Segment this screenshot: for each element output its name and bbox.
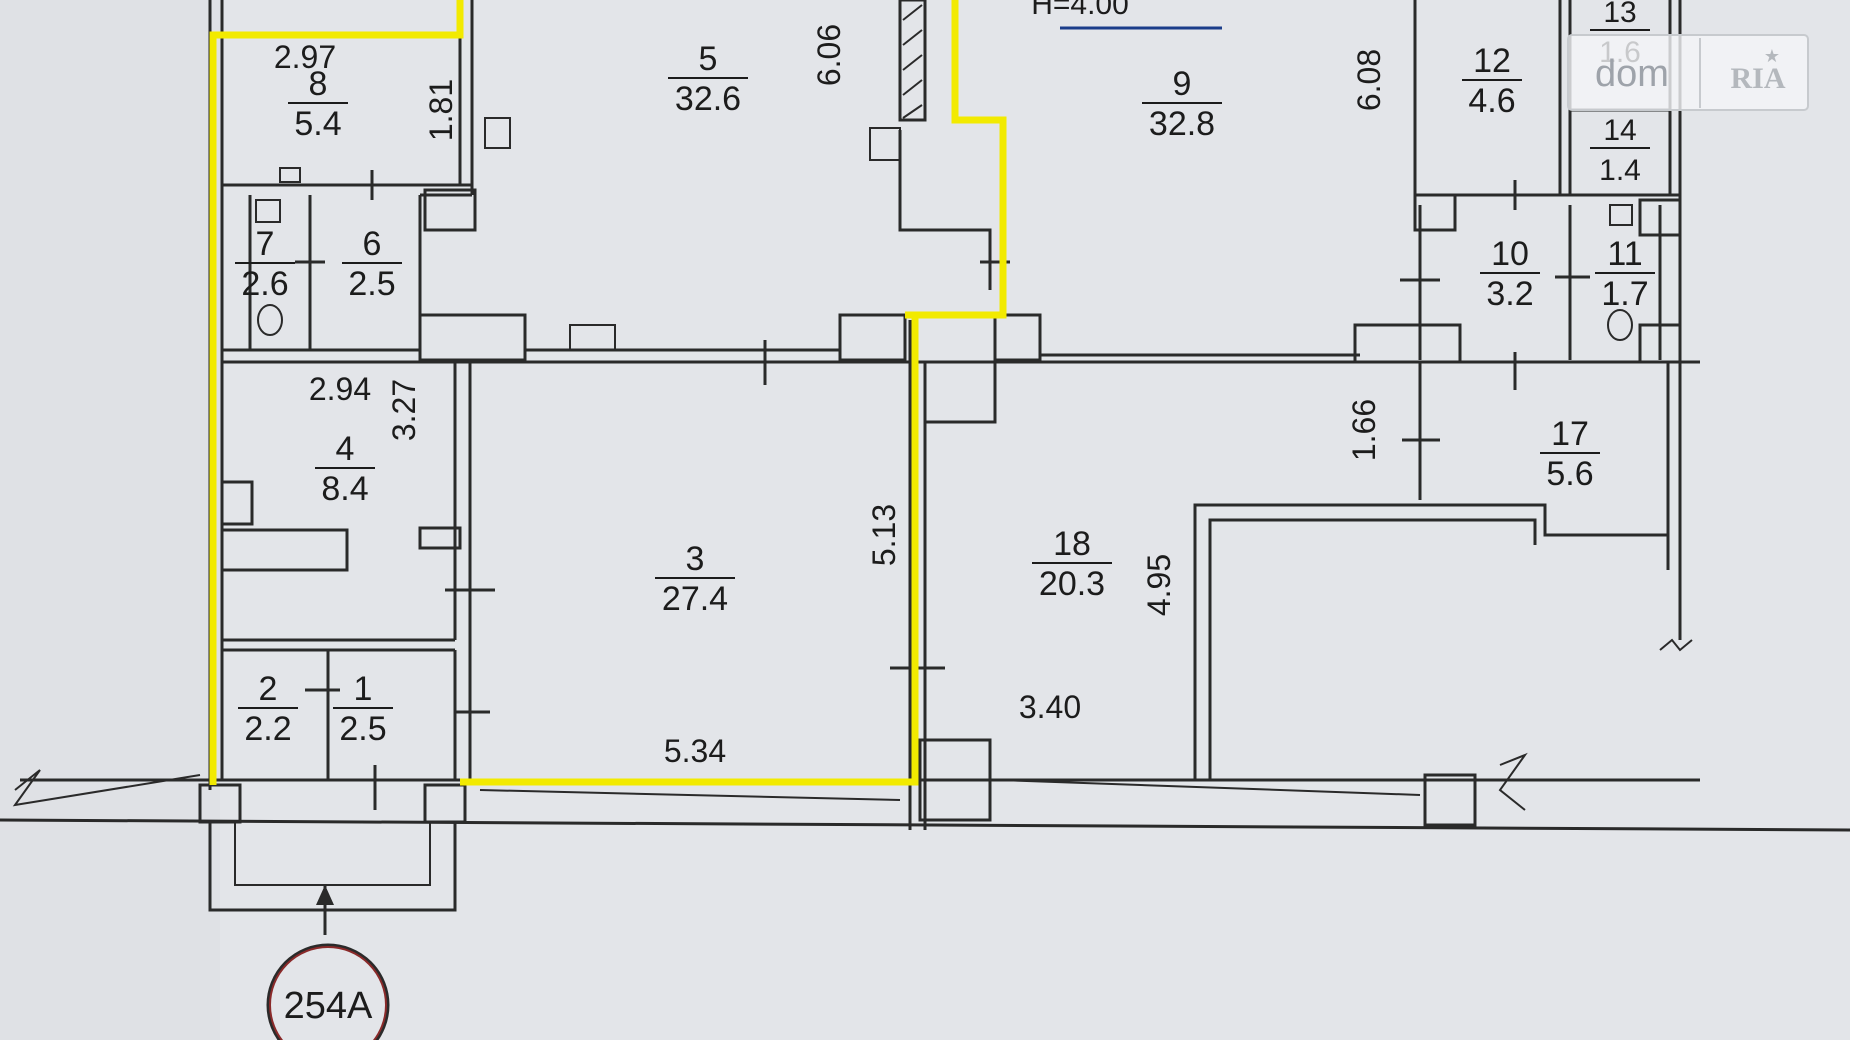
room-area: 1.4 — [1599, 154, 1641, 187]
watermark-site-text: dom — [1595, 53, 1669, 95]
room-8-label: 85.4 — [288, 65, 348, 143]
room-area: 5.4 — [294, 105, 341, 143]
room-14-label: 141.4 — [1590, 114, 1650, 187]
room-area: 32.8 — [1149, 105, 1215, 143]
room-3-label: 327.4 — [655, 540, 735, 618]
dimension-label: 1.66 — [1346, 399, 1382, 461]
building-number: 254A — [284, 985, 373, 1027]
room-area: 5.6 — [1546, 455, 1593, 493]
room-number: 3 — [686, 540, 705, 578]
ceiling-height-label: H=4.00 — [1031, 0, 1129, 21]
room-number: 11 — [1607, 235, 1642, 273]
room-area: 8.4 — [321, 470, 368, 508]
sanitary-fixtures — [255, 117, 1633, 351]
dimension-label: 2.94 — [309, 371, 371, 407]
room-number: 1 — [354, 670, 373, 708]
break-lines — [12, 638, 1693, 811]
room-number: 7 — [256, 225, 275, 263]
dimension-label: 5.13 — [866, 504, 902, 566]
room-17-label: 175.6 — [1540, 415, 1600, 493]
room-number: 5 — [699, 40, 718, 78]
room-area: 2.6 — [241, 265, 288, 303]
room-number: 9 — [1173, 65, 1192, 103]
room-12-label: 124.6 — [1462, 42, 1522, 120]
room-area: 4.6 — [1468, 82, 1515, 120]
room-5-label: 532.6 — [668, 40, 748, 118]
room-number: 8 — [309, 65, 328, 103]
room-area: 27.4 — [662, 580, 728, 618]
watermark-box — [1567, 34, 1809, 111]
dimension-label: 6.08 — [1351, 49, 1387, 111]
room-1-label: 12.5 — [333, 670, 393, 748]
paper-shade — [0, 0, 220, 1040]
room-number: 6 — [363, 225, 382, 263]
dimension-label: 1.81 — [423, 79, 459, 141]
room-number: 2 — [259, 670, 278, 708]
dimension-labels: 2.97 1.81 6.06 6.08 2.94 3.27 5.13 5.34 4.95 3.40… — [274, 24, 1387, 769]
room-area: 3.2 — [1486, 275, 1533, 313]
dimension-label: 3.40 — [1019, 689, 1081, 725]
room-6-label: 62.5 — [342, 225, 402, 303]
dimension-label: 2.97 — [274, 39, 336, 75]
star-icon: ★ — [1764, 46, 1780, 66]
room-number: 18 — [1053, 525, 1091, 563]
room-labels: 12.522.2327.448.4532.662.572.685.4932.81… — [235, 0, 1655, 748]
room-7-label: 72.6 — [235, 225, 295, 303]
room-area: 32.6 — [675, 80, 741, 118]
room-number: 14 — [1603, 114, 1636, 147]
room-number: 12 — [1473, 42, 1511, 80]
room-11-label: 111.7 — [1595, 235, 1655, 313]
room-10-label: 103.2 — [1480, 235, 1540, 313]
dimension-label: 4.95 — [1141, 554, 1177, 616]
room-2-label: 22.2 — [238, 670, 298, 748]
walls — [0, 0, 1850, 912]
room-number: 13 — [1603, 0, 1636, 29]
room-4-label: 48.4 — [315, 430, 375, 508]
room-area: 2.5 — [348, 265, 395, 303]
room-area: 2.2 — [244, 710, 291, 748]
watermark: dom RIA ★ — [1567, 34, 1809, 111]
entrance-arrow-head — [316, 885, 334, 905]
building-number-circle — [266, 943, 390, 1040]
room-number: 4 — [336, 430, 355, 468]
room-area: 20.3 — [1039, 565, 1105, 603]
dimension-label: 6.06 — [811, 24, 847, 86]
watermark-brand-text: RIA — [1730, 62, 1785, 95]
dimension-label: 5.34 — [664, 733, 726, 769]
room-9-label: 932.8 — [1142, 65, 1222, 143]
room-area: 1.7 — [1601, 275, 1648, 313]
room-area: 2.5 — [339, 710, 386, 748]
building-number-ring — [269, 946, 387, 1040]
highlighted-unit-outline — [209, 0, 1007, 786]
building-marker: 254A — [266, 885, 390, 1040]
height-label-group: H=4.00 — [1031, 0, 1222, 30]
room-number: 10 — [1491, 235, 1529, 273]
room-number: 17 — [1551, 415, 1589, 453]
dimension-label: 3.27 — [386, 379, 422, 441]
